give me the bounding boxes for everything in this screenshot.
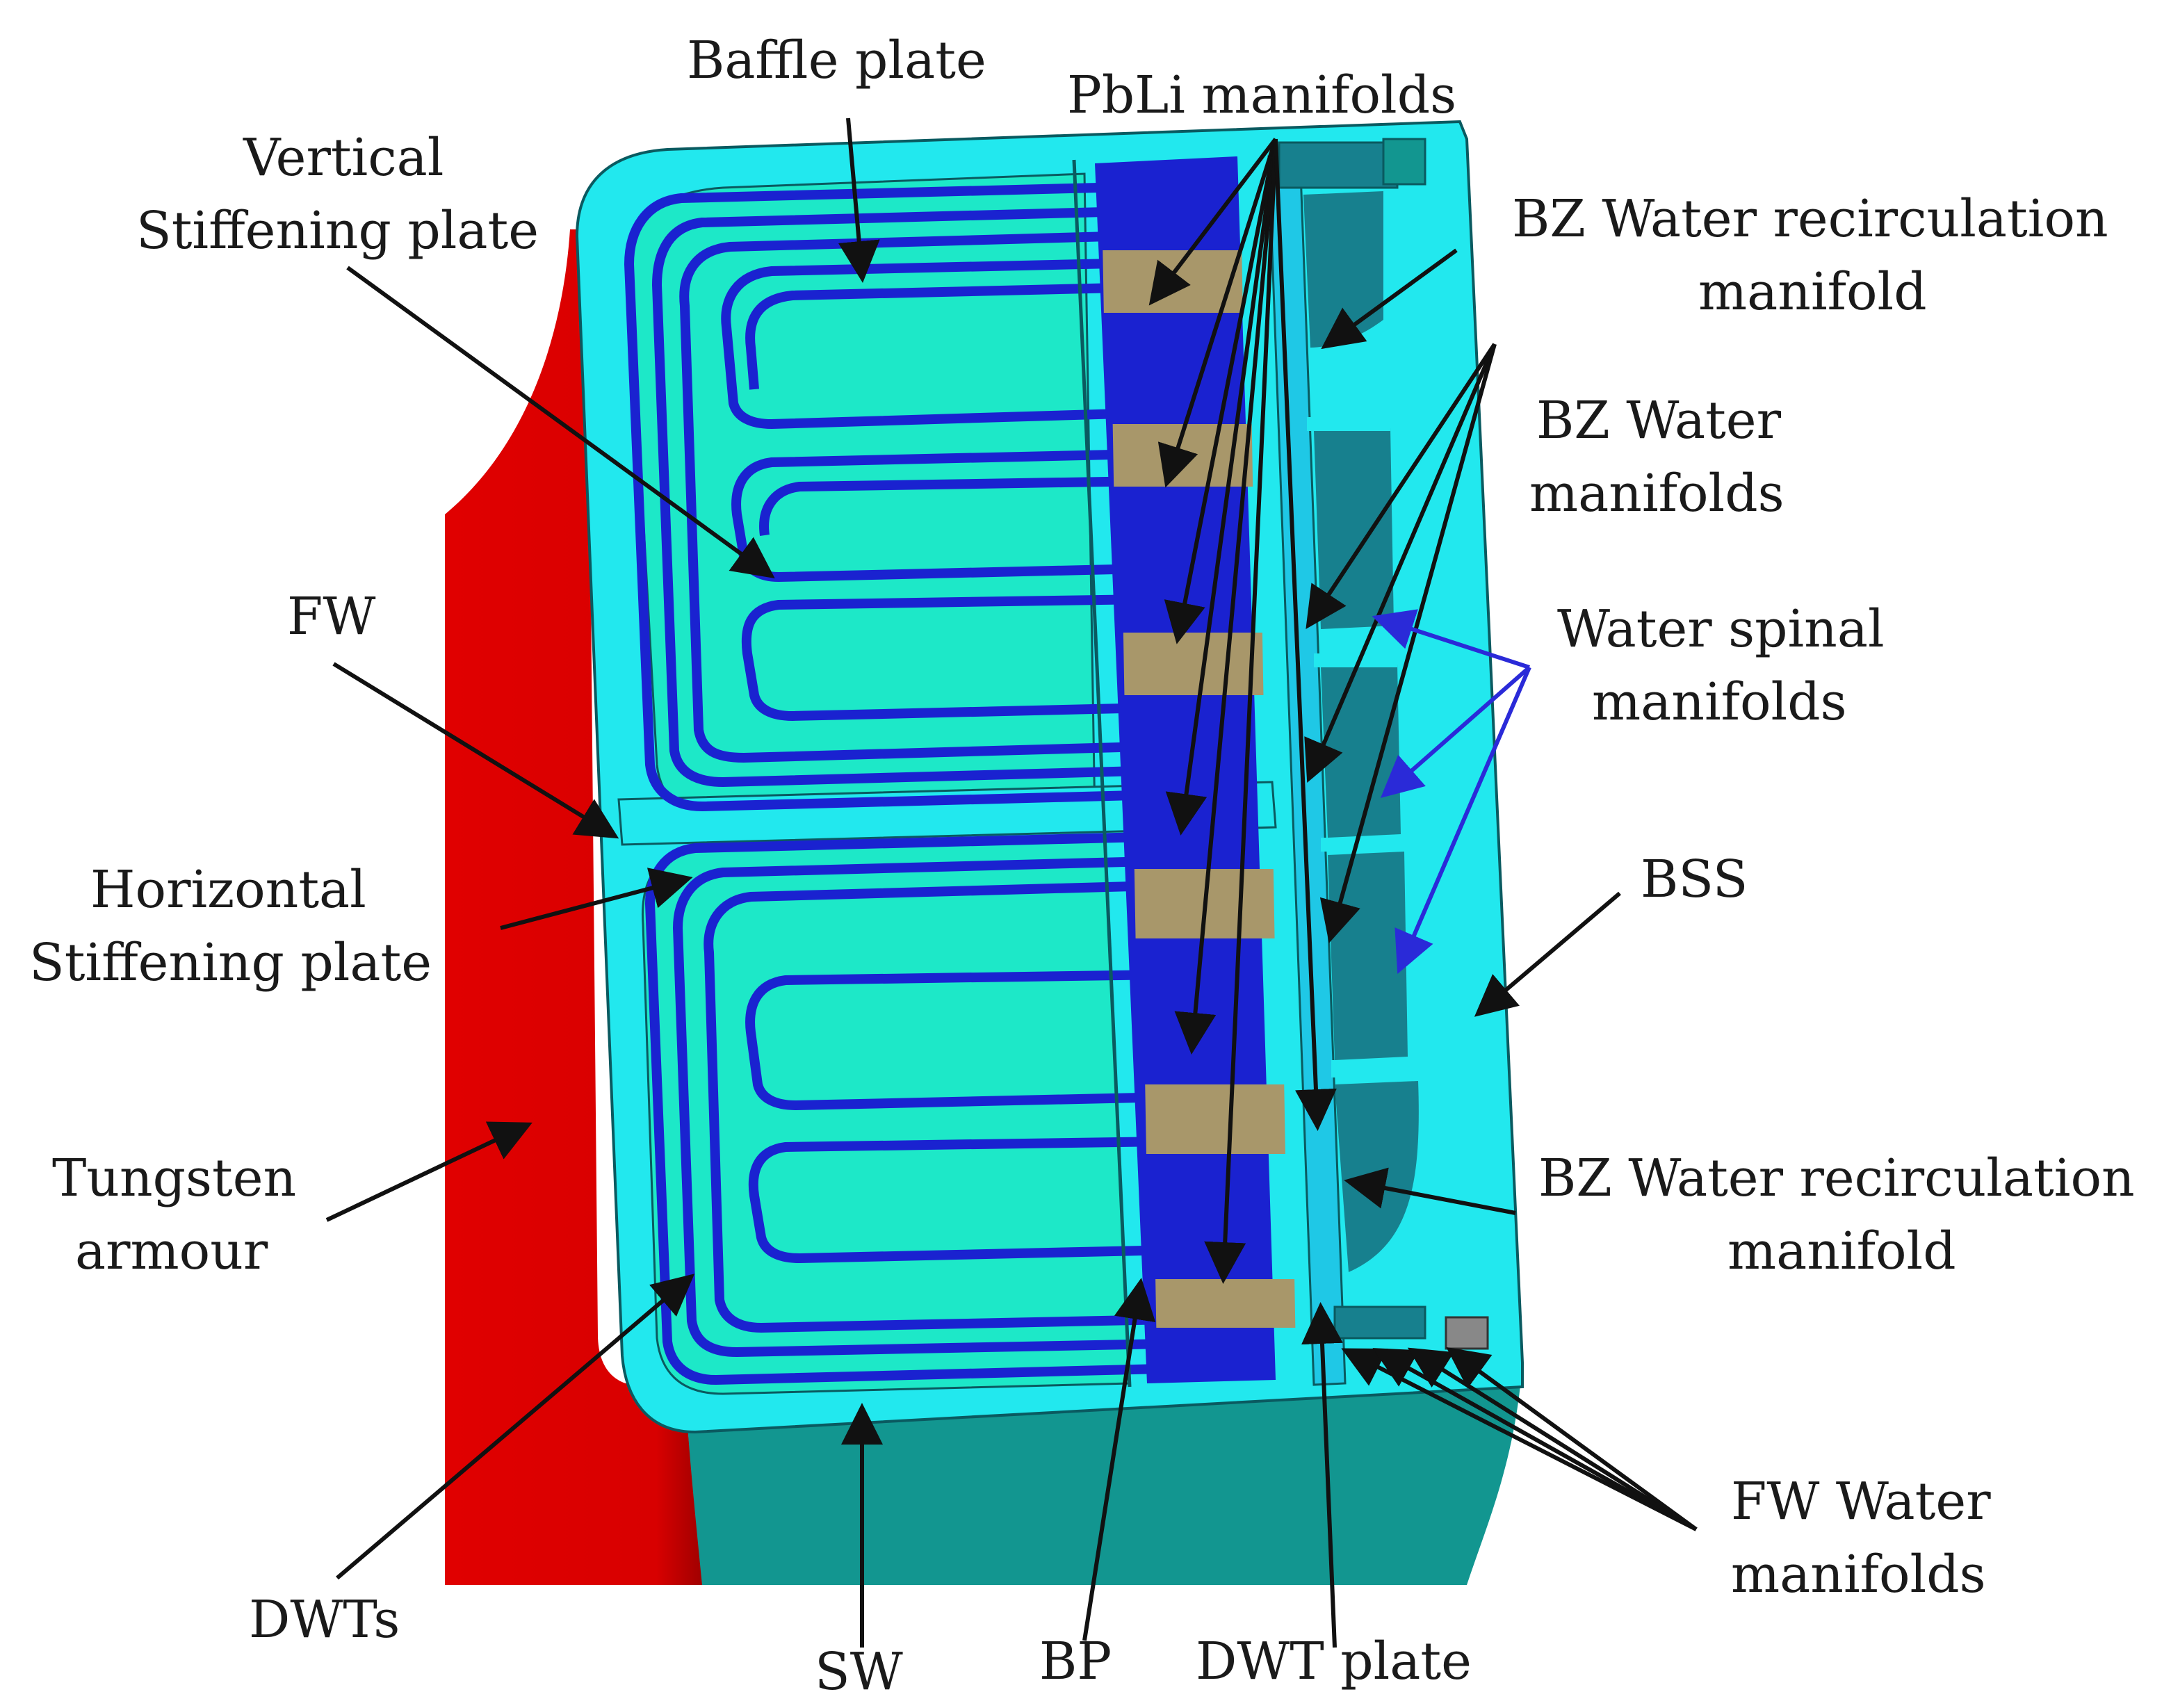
label-bz-recirc-top-1: BZ Water recirculation xyxy=(1512,189,2108,249)
label-water-spinal-2: manifolds xyxy=(1592,672,1847,732)
label-bz-water-2: manifolds xyxy=(1529,464,1784,523)
label-fw-water-1: FW Water xyxy=(1731,1472,1991,1531)
label-horizontal-1: Horizontal xyxy=(90,860,366,920)
label-baffle-plate: Baffle plate xyxy=(687,31,986,90)
baffle-plate-line xyxy=(1072,159,1132,1388)
leader-arrows xyxy=(325,117,1698,1648)
label-fw-water-2: manifolds xyxy=(1731,1545,1986,1604)
label-pbli-manifolds: PbLi manifolds xyxy=(1067,65,1456,125)
label-tungsten-1: Tungsten xyxy=(52,1148,296,1208)
labels: Baffle plate PbLi manifolds Vertical Sti… xyxy=(29,31,2135,1702)
label-horizontal-2: Stiffening plate xyxy=(29,933,432,993)
label-vertical-2: Stiffening plate xyxy=(136,201,539,261)
label-fw: FW xyxy=(287,587,375,646)
label-dwts: DWTs xyxy=(249,1590,400,1650)
label-tungsten-2: armour xyxy=(75,1221,268,1281)
label-water-spinal-1: Water spinal xyxy=(1557,599,1885,659)
spinal-arrows xyxy=(1372,609,1531,975)
label-bp: BP xyxy=(1039,1632,1112,1691)
label-sw: SW xyxy=(815,1642,903,1702)
label-bz-recirc-bottom-2: manifold xyxy=(1727,1221,1956,1281)
label-vertical-1: Vertical xyxy=(243,128,444,188)
label-bz-recirc-top-2: manifold xyxy=(1698,262,1927,322)
label-bz-recirc-bottom-1: BZ Water recirculation xyxy=(1538,1148,2135,1208)
label-bss: BSS xyxy=(1641,849,1748,909)
label-bz-water-1: BZ Water xyxy=(1536,391,1782,450)
label-dwt-plate: DWT plate xyxy=(1196,1632,1472,1691)
